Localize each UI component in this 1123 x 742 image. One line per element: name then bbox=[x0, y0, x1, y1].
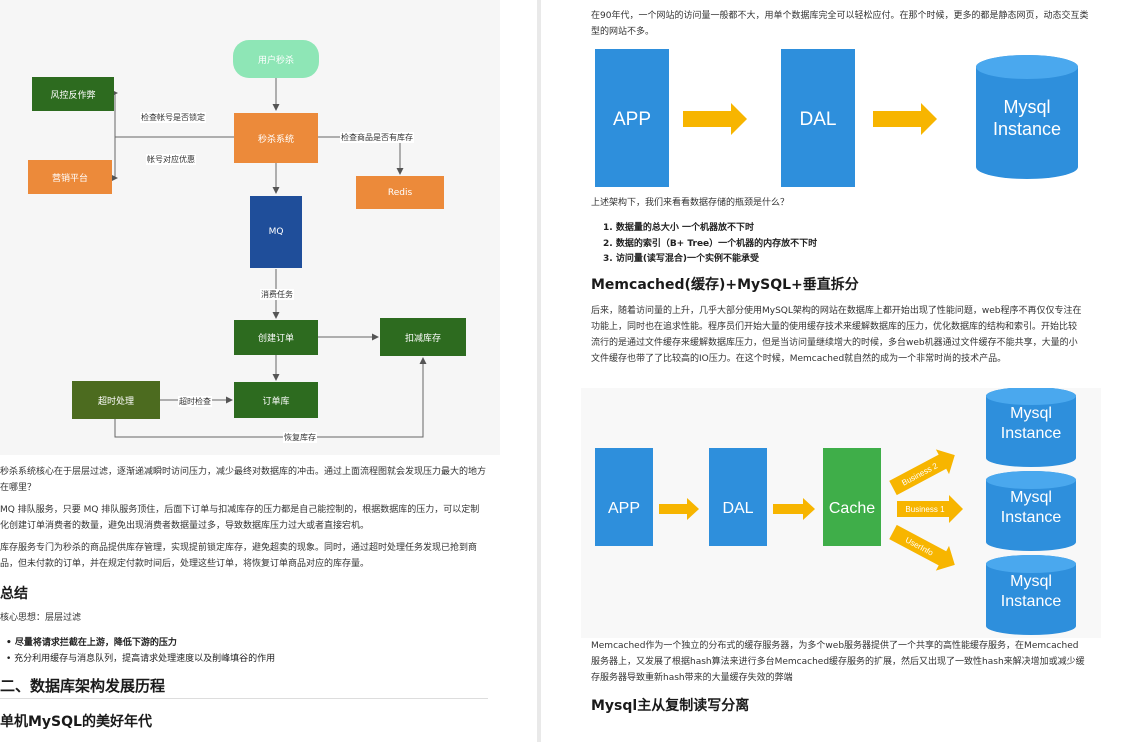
architecture-diagram-1: APP DAL Mysql Instance bbox=[595, 49, 1078, 187]
mysql-cylinder-3: Mysql Instance bbox=[986, 555, 1076, 635]
arrow-right-icon bbox=[873, 103, 937, 135]
timeout-handling-node: 超时处理 bbox=[72, 381, 160, 419]
mysql-2-line1: Mysql bbox=[1010, 489, 1052, 506]
memcached-heading: Memcached(缓存)+MySQL+垂直拆分 bbox=[591, 277, 859, 293]
seckill-system-node: 秒杀系统 bbox=[234, 113, 318, 163]
mysql-2-line2: Instance bbox=[1001, 509, 1062, 526]
create-order-node: 创建订单 bbox=[234, 320, 318, 355]
arrow-right-icon bbox=[773, 498, 815, 520]
edge-label-restore-stock: 恢复库存 bbox=[283, 432, 317, 443]
paragraph-stock: 库存服务专门为秒杀的商品提供库存管理，实现提前锁定库存，避免超卖的现象。同时，通… bbox=[0, 543, 478, 569]
order-db-node: 订单库 bbox=[234, 382, 318, 418]
section-divider bbox=[0, 698, 488, 699]
master-slave-heading: Mysql主从复制读写分离 bbox=[591, 698, 750, 714]
bottleneck-question: 上述架构下，我们来看看数据存储的瓶颈是什么？ bbox=[591, 198, 790, 208]
bottleneck-item-3: 3. 访问量(读写混合)一个实例不能承受 bbox=[603, 254, 760, 264]
edge-label-account-discount: 帐号对应优惠 bbox=[146, 154, 196, 165]
marketing-platform-node: 营销平台 bbox=[28, 160, 112, 194]
mq-node: MQ bbox=[250, 196, 302, 268]
paragraph-mq: MQ 排队服务，只要 MQ 排队服务顶住，后面下订单与扣减库存的压力都是自己能控… bbox=[0, 505, 480, 531]
mysql-cylinder bbox=[976, 55, 1078, 179]
memcached-paragraph: 后来，随着访问量的上升，几乎大部分使用MySQL架构的网站在数据库上都开始出现了… bbox=[591, 306, 1082, 364]
dal-box bbox=[709, 448, 767, 546]
app-box bbox=[595, 448, 653, 546]
mysql-3-line1: Mysql bbox=[1010, 573, 1052, 590]
summary-bullet-1-text: 尽量将请求拦截在上游，降低下游的压力 bbox=[14, 638, 177, 648]
architecture-diagram-2: APP DAL Cache Business 2 Business 1 User… bbox=[581, 388, 1101, 638]
dal-box bbox=[781, 49, 855, 187]
bottleneck-item-1: 1. 数据量的总大小 一个机器放不下时 bbox=[603, 223, 754, 233]
edge-label-timeout-check: 超时检查 bbox=[178, 396, 212, 407]
app-box bbox=[595, 49, 669, 187]
left-page: 用户秒杀 风控反作弊 营销平台 秒杀系统 Redis MQ 创建订单 扣减库存 … bbox=[0, 0, 537, 742]
mysql-1-line2: Instance bbox=[1001, 425, 1062, 442]
section-heading: 二、数据库架构发展历程 bbox=[0, 677, 166, 695]
arrow-right-icon bbox=[683, 103, 747, 135]
intro-paragraph: 在90年代，一个网站的访问量一般都不大，用单个数据库完全可以轻松应付。在那个时候… bbox=[591, 11, 1089, 37]
summary-heading: 总结 bbox=[0, 586, 28, 602]
app-label: APP bbox=[608, 500, 640, 517]
mysql-label-line1: Mysql bbox=[1003, 97, 1050, 117]
mysql-3-line2: Instance bbox=[1001, 593, 1062, 610]
mysql-label-line2: Instance bbox=[993, 119, 1061, 139]
memcached-paragraph-2: Memcached作为一个独立的分布式的缓存服务器，为多个web服务器提供了一个… bbox=[591, 641, 1085, 683]
business-1-arrow: Business 1 bbox=[897, 495, 963, 523]
edge-label-check-account: 检查帐号是否锁定 bbox=[140, 112, 206, 123]
sub-heading: 单机MySQL的美好年代 bbox=[0, 714, 152, 730]
mysql-cylinder-2: Mysql Instance bbox=[986, 471, 1076, 551]
mysql-1-line1: Mysql bbox=[1010, 405, 1052, 422]
right-page: 在90年代，一个网站的访问量一般都不大，用单个数据库完全可以轻松应付。在那个时候… bbox=[541, 0, 1123, 742]
paragraph-pressure: 秒杀系统核心在于层层过滤，逐渐递减瞬时访问压力，减少最终对数据库的冲击。通过上面… bbox=[0, 467, 487, 493]
reduce-stock-node: 扣减库存 bbox=[380, 318, 466, 356]
summary-bullet-2: • 充分利用缓存与消息队列，提高请求处理速度以及削峰填谷的作用 bbox=[6, 654, 276, 664]
app-label: APP bbox=[613, 109, 651, 130]
edge-label-consume: 消费任务 bbox=[260, 289, 294, 300]
dal-label: DAL bbox=[800, 109, 837, 130]
risk-control-node: 风控反作弊 bbox=[32, 77, 114, 111]
cache-label: Cache bbox=[829, 500, 875, 517]
cache-box bbox=[823, 448, 881, 546]
user-request-node: 用户秒杀 bbox=[233, 40, 319, 78]
business-1-label: Business 1 bbox=[905, 505, 945, 514]
arrow-right-icon bbox=[659, 498, 699, 520]
summary-bullet-2-text: 充分利用缓存与消息队列，提高请求处理速度以及削峰填谷的作用 bbox=[14, 654, 276, 664]
summary-bullet-1: • 尽量将请求拦截在上游，降低下游的压力 bbox=[6, 638, 177, 648]
bottleneck-item-2: 2. 数据的索引（B+ Tree）一个机器的内存放不下时 bbox=[603, 239, 818, 249]
mysql-cylinder-1: Mysql Instance bbox=[986, 388, 1076, 467]
core-idea-text: 核心思想：层层过滤 bbox=[0, 613, 82, 623]
edge-label-check-stock: 检查商品是否有库存 bbox=[340, 132, 414, 143]
redis-node: Redis bbox=[356, 176, 444, 209]
dal-label: DAL bbox=[722, 500, 753, 517]
